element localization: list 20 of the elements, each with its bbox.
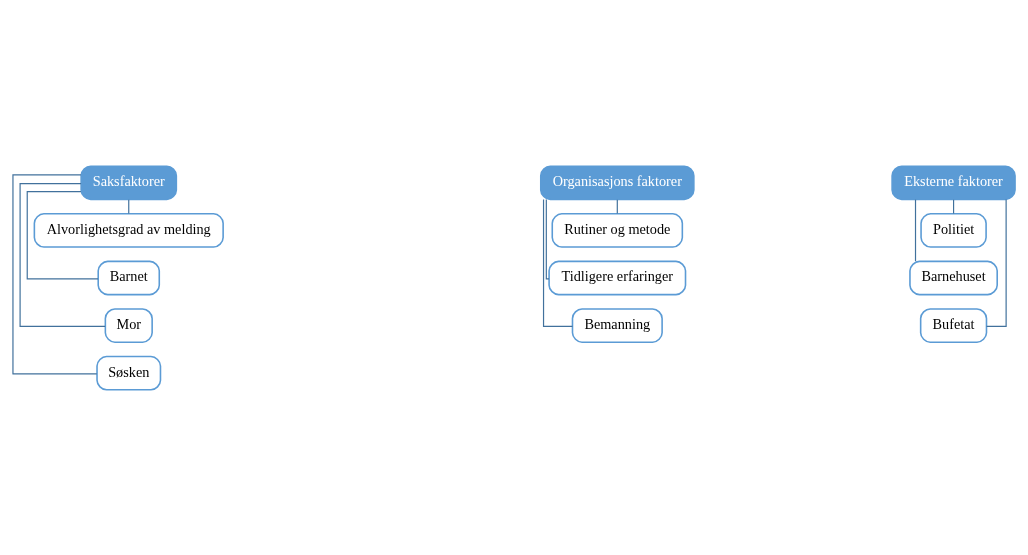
connector	[545, 198, 550, 279]
node-box: Alvorlighetsgrad av melding	[33, 212, 224, 248]
node-box: Saksfaktorer	[80, 164, 178, 200]
connector	[914, 198, 917, 262]
node-box: Barnet	[97, 260, 161, 295]
connector	[542, 198, 574, 327]
node-box: Tidligere erfaringer	[548, 260, 687, 295]
node-box: Mor	[104, 307, 153, 343]
node-box: Barnehuset	[909, 260, 998, 295]
node-box: Søsken	[96, 355, 162, 391]
node-box: Organisasjons faktorer	[539, 164, 695, 200]
node-box: Rutiner og metode	[551, 212, 684, 248]
connector	[26, 190, 99, 279]
connector	[985, 198, 1007, 327]
node-box: Bufetat	[919, 307, 988, 343]
connector	[19, 182, 106, 327]
node-box: Politiet	[920, 212, 987, 248]
node-box: Bemanning	[571, 307, 663, 343]
node-box: Eksterne faktorer	[891, 164, 1016, 200]
connector	[12, 173, 98, 375]
